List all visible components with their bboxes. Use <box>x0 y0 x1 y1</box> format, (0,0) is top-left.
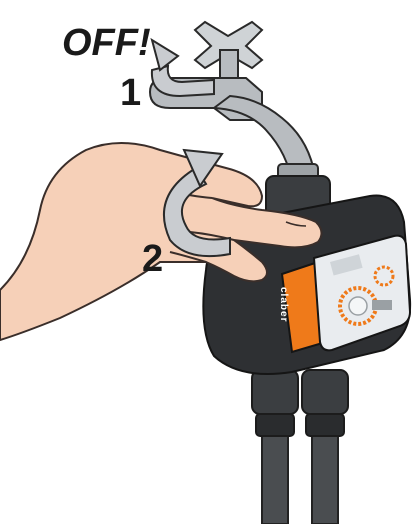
hose-left-fitting <box>252 370 298 414</box>
step-2-label: 2 <box>142 238 163 281</box>
hose-right-fitting <box>302 370 348 414</box>
arrow-head-1-icon <box>152 40 178 70</box>
off-label: OFF! <box>62 22 151 65</box>
step-1-label: 1 <box>120 72 141 115</box>
brand-logo: claber <box>278 287 289 315</box>
hoses <box>252 370 348 524</box>
